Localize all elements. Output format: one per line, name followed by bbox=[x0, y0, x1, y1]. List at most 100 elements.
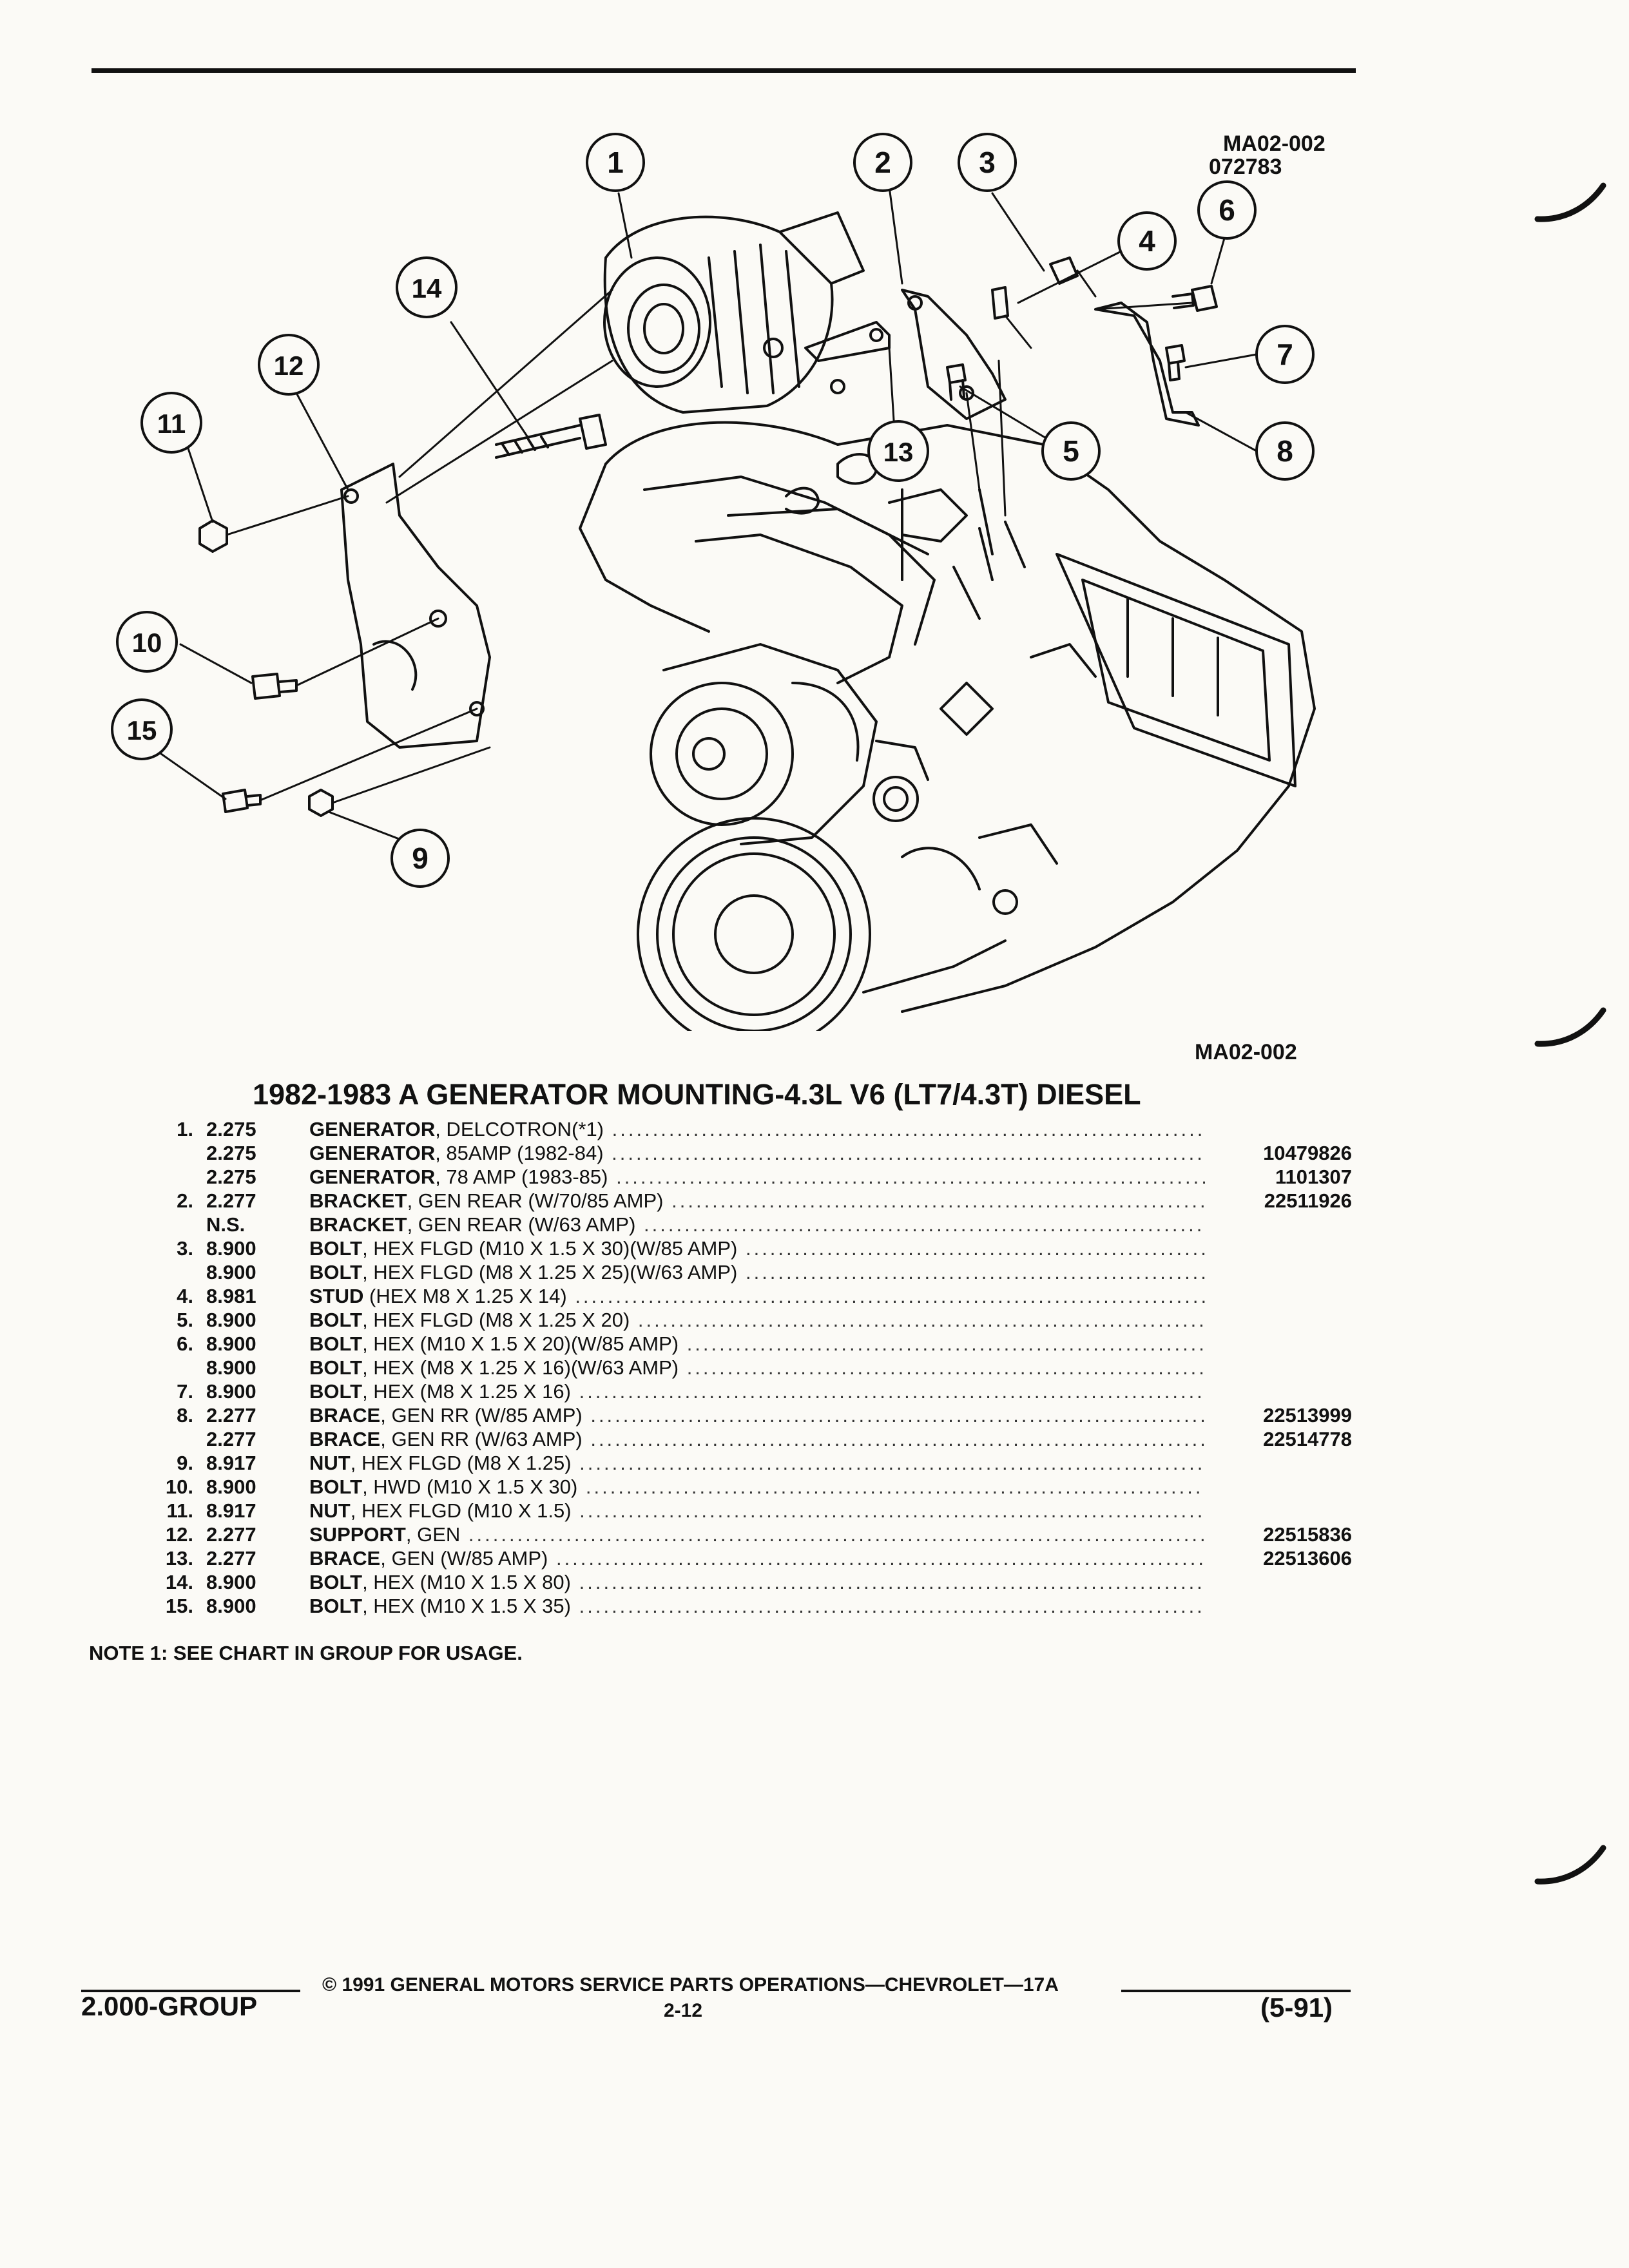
part-description: BOLT, HEX (M10 X 1.5 X 35) bbox=[309, 1594, 1205, 1618]
callout-15: 15 bbox=[111, 698, 173, 760]
footer-date: (5-91) bbox=[1260, 1992, 1333, 2023]
part-item-number: 14. bbox=[165, 1571, 193, 1593]
part-group-code: 8.900 bbox=[206, 1571, 256, 1593]
part-row: 1. 2.275 GENERATOR, DELCOTRON(*1) bbox=[129, 1117, 1353, 1141]
part-detail: , HEX (M10 X 1.5 X 80) bbox=[362, 1571, 571, 1593]
svg-text:9: 9 bbox=[412, 841, 429, 875]
footer-rule-right bbox=[1121, 1990, 1351, 1992]
part-name: STUD bbox=[309, 1285, 364, 1307]
part-item-number: 12. bbox=[165, 1523, 193, 1546]
part-item-number: 1. bbox=[177, 1118, 193, 1140]
callout-11: 11 bbox=[140, 392, 202, 454]
part-description: GENERATOR, 78 AMP (1983-85) bbox=[309, 1165, 1205, 1189]
part-description: GENERATOR, 85AMP (1982-84) bbox=[309, 1141, 1205, 1165]
binder-mark bbox=[1534, 1007, 1606, 1047]
part-detail: , 78 AMP (1983-85) bbox=[435, 1166, 608, 1188]
part-number: 22513999 bbox=[1263, 1404, 1352, 1427]
part-description: BRACE, GEN RR (W/85 AMP) bbox=[309, 1403, 1205, 1427]
svg-text:2: 2 bbox=[874, 146, 891, 179]
callout-9: 9 bbox=[390, 829, 450, 888]
part-number: 22514778 bbox=[1263, 1428, 1352, 1450]
svg-text:12: 12 bbox=[274, 351, 304, 381]
part-name: BOLT bbox=[309, 1356, 363, 1379]
binder-mark bbox=[1534, 1845, 1606, 1885]
part-row: 4. 8.981 STUD (HEX M8 X 1.25 X 14) bbox=[129, 1284, 1353, 1308]
part-detail: , HEX FLGD (M10 X 1.5 X 30)(W/85 AMP) bbox=[362, 1237, 738, 1260]
callout-4: 4 bbox=[1117, 211, 1177, 271]
figure-id-bottom: MA02-002 bbox=[1195, 1040, 1297, 1064]
part-description: BOLT, HEX FLGD (M8 X 1.25 X 25)(W/63 AMP… bbox=[309, 1260, 1205, 1284]
part-group-code: 8.900 bbox=[206, 1332, 256, 1355]
part-group-code: 8.917 bbox=[206, 1499, 256, 1522]
callout-3: 3 bbox=[958, 133, 1017, 192]
svg-text:1: 1 bbox=[607, 146, 624, 179]
part-row: 10. 8.900 BOLT, HWD (M10 X 1.5 X 30) bbox=[129, 1475, 1353, 1499]
svg-text:14: 14 bbox=[412, 273, 442, 303]
callout-6: 6 bbox=[1197, 180, 1257, 240]
svg-text:4: 4 bbox=[1139, 224, 1155, 258]
part-detail: , HEX (M10 X 1.5 X 35) bbox=[362, 1595, 571, 1617]
part-group-code: 8.981 bbox=[206, 1285, 256, 1307]
part-name: BOLT bbox=[309, 1332, 363, 1355]
svg-text:7: 7 bbox=[1277, 338, 1293, 371]
part-name: BRACKET bbox=[309, 1213, 407, 1236]
part-group-code: 2.275 bbox=[206, 1118, 256, 1140]
callout-14: 14 bbox=[396, 256, 458, 318]
part-number: 22515836 bbox=[1263, 1523, 1352, 1546]
part-name: BOLT bbox=[309, 1380, 363, 1403]
callout-2: 2 bbox=[853, 133, 912, 192]
part-description: BOLT, HEX (M8 X 1.25 X 16)(W/63 AMP) bbox=[309, 1356, 1205, 1379]
part-group-code: 8.900 bbox=[206, 1595, 256, 1617]
part-name: GENERATOR bbox=[309, 1166, 436, 1188]
svg-text:5: 5 bbox=[1063, 434, 1079, 468]
part-item-number: 11. bbox=[166, 1499, 193, 1522]
part-item-number: 7. bbox=[177, 1380, 193, 1403]
part-row: N.S.BRACKET, GEN REAR (W/63 AMP) bbox=[129, 1213, 1353, 1236]
part-item-number: 4. bbox=[177, 1285, 193, 1307]
part-row: 11. 8.917 NUT, HEX FLGD (M10 X 1.5) bbox=[129, 1499, 1353, 1523]
part-item-number: 6. bbox=[177, 1332, 193, 1355]
part-group-code: 2.277 bbox=[206, 1547, 256, 1570]
part-detail: , HWD (M10 X 1.5 X 30) bbox=[362, 1475, 578, 1498]
part-description: BRACE, GEN RR (W/63 AMP) bbox=[309, 1427, 1205, 1451]
part-number: 22511926 bbox=[1264, 1189, 1352, 1212]
part-detail: , HEX FLGD (M10 X 1.5) bbox=[350, 1499, 572, 1522]
part-name: GENERATOR bbox=[309, 1118, 436, 1140]
part-description: NUT, HEX FLGD (M8 X 1.25) bbox=[309, 1451, 1205, 1475]
part-detail: , GEN REAR (W/70/85 AMP) bbox=[407, 1189, 664, 1212]
part-group-code: 8.900 bbox=[206, 1261, 256, 1283]
part-row: 15. 8.900 BOLT, HEX (M10 X 1.5 X 35) bbox=[129, 1594, 1353, 1618]
callout-leaders bbox=[160, 186, 1258, 845]
svg-text:6: 6 bbox=[1219, 193, 1235, 227]
part-description: BOLT, HEX FLGD (M8 X 1.25 X 20) bbox=[309, 1308, 1205, 1332]
part-description: GENERATOR, DELCOTRON(*1) bbox=[309, 1117, 1205, 1141]
part-description: BOLT, HWD (M10 X 1.5 X 30) bbox=[309, 1475, 1205, 1499]
part-group-code: 8.900 bbox=[206, 1475, 256, 1498]
engine-block-drawing bbox=[579, 421, 1316, 1031]
svg-text:8: 8 bbox=[1277, 434, 1293, 468]
part-description: STUD (HEX M8 X 1.25 X 14) bbox=[309, 1284, 1205, 1308]
part-item-number: 5. bbox=[177, 1309, 193, 1331]
part-item-number: 10. bbox=[165, 1475, 193, 1498]
part-detail: , GEN REAR (W/63 AMP) bbox=[407, 1213, 636, 1236]
part-description: BRACKET, GEN REAR (W/63 AMP) bbox=[309, 1213, 1205, 1236]
footer-page-number: 2-12 bbox=[664, 2000, 703, 2021]
part-number: 10479826 bbox=[1263, 1142, 1352, 1164]
usage-note: NOTE 1: SEE CHART IN GROUP FOR USAGE. bbox=[89, 1642, 523, 1664]
binder-mark bbox=[1534, 182, 1606, 222]
part-number: 22513606 bbox=[1263, 1547, 1352, 1570]
part-group-code: 2.277 bbox=[206, 1523, 256, 1546]
part-group-code: 8.900 bbox=[206, 1380, 256, 1403]
part-item-number: 15. bbox=[165, 1595, 193, 1617]
callout-10: 10 bbox=[116, 611, 178, 673]
part-detail: , HEX (M8 X 1.25 X 16)(W/63 AMP) bbox=[362, 1356, 679, 1379]
part-detail: , GEN bbox=[405, 1523, 461, 1546]
part-description: NUT, HEX FLGD (M10 X 1.5) bbox=[309, 1499, 1205, 1523]
